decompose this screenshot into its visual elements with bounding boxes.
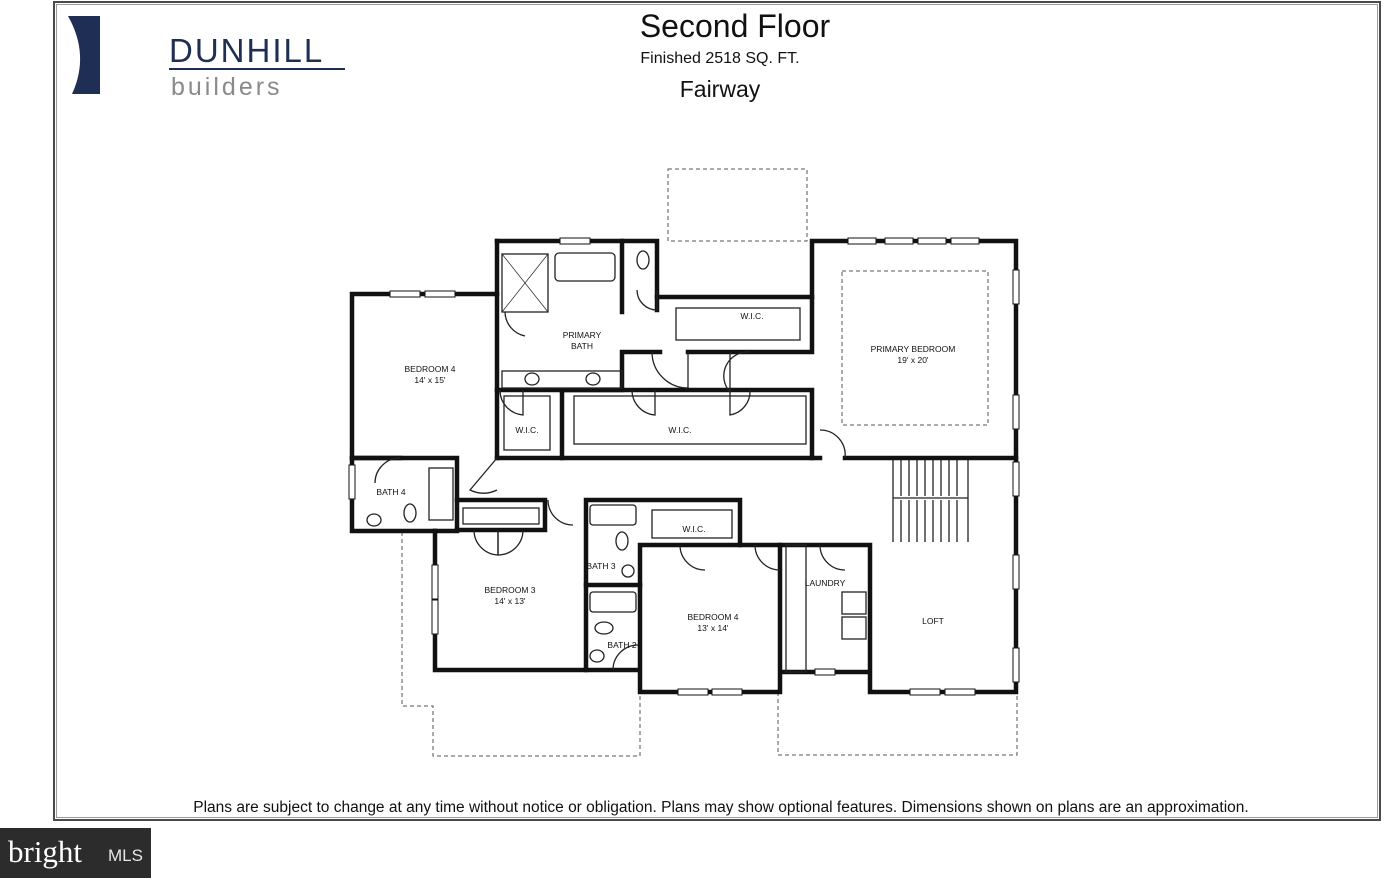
primary-tray-ceiling	[841, 270, 989, 426]
inner-lines	[366, 250, 969, 673]
room-name: LOFT	[922, 616, 944, 626]
toilet-bath2	[594, 621, 614, 635]
wic-upper-rod	[675, 307, 801, 341]
dryer	[841, 591, 867, 615]
bath4-tub	[428, 467, 454, 521]
window	[1012, 269, 1020, 305]
plan-model: Fairway	[679, 76, 761, 102]
mls-suffix: MLS	[108, 846, 143, 865]
room-name: BATH 4	[376, 487, 405, 497]
room-size: 14' x 15'	[414, 375, 446, 385]
room-name: BEDROOM 4	[404, 364, 455, 374]
room-name: W.I.C.	[740, 311, 763, 321]
sink-primary-2	[585, 372, 601, 386]
window	[1012, 461, 1020, 497]
wall-bedroom4-lower	[583, 542, 783, 695]
primary-shower	[501, 253, 549, 313]
window	[1012, 394, 1020, 430]
plan-sheet-inner-border	[56, 4, 1378, 818]
plan-title: Second Floor	[639, 8, 831, 44]
logo-crescent-icon	[68, 16, 100, 94]
porch-right-outline	[777, 692, 1018, 756]
primary-vanity	[501, 370, 623, 389]
wall-primary-bath-north	[494, 238, 660, 313]
plan-disclaimer: Plans are subject to change at any time …	[193, 799, 1249, 816]
plan-area: Finished 2518 SQ. FT.	[640, 50, 800, 67]
window	[424, 290, 456, 298]
washer	[841, 616, 867, 640]
bright-mls-badge: bright MLS	[0, 828, 151, 878]
wall-bedroom4-west	[349, 291, 500, 534]
room-name: BATH 3	[586, 561, 615, 571]
window	[348, 464, 356, 500]
room-size: 14' x 13'	[494, 596, 526, 606]
window	[950, 237, 980, 245]
window	[1012, 554, 1020, 590]
window	[909, 688, 941, 696]
wall-wic-lower-north	[559, 387, 815, 461]
room-name: W.I.C.	[682, 524, 705, 534]
room-size: BATH	[571, 341, 593, 351]
room-name: BATH 2	[607, 640, 636, 650]
window	[814, 668, 836, 676]
laundry-counter	[785, 544, 807, 673]
room-size: 19' x 20'	[897, 355, 929, 365]
door-swings	[374, 289, 846, 671]
logo-sub-brand: builders	[171, 73, 283, 101]
window	[917, 237, 947, 245]
room-name: LAUNDRY	[805, 578, 846, 588]
window	[431, 564, 439, 600]
logo-rule	[169, 68, 345, 70]
wall-primary-bedroom	[809, 238, 1019, 461]
room-name: W.I.C.	[668, 425, 691, 435]
room-name: W.I.C.	[515, 425, 538, 435]
room-size: 13' x 14'	[697, 623, 729, 633]
logo-brand: DUNHILL	[169, 32, 325, 69]
bath3-tub	[589, 504, 637, 526]
wall-bath4	[349, 455, 460, 534]
room-labels: BEDROOM 4 14' x 15' PRIMARY BATH PRIMARY…	[376, 311, 955, 650]
wic-lower-right-rod	[651, 509, 733, 539]
room-name: PRIMARY BEDROOM	[871, 344, 956, 354]
porch-left-outline	[401, 532, 641, 757]
balcony-outline	[667, 168, 808, 242]
wall-loft	[777, 455, 1019, 695]
room-name: BEDROOM 3	[484, 585, 535, 595]
wall-bedroom3-closet	[454, 497, 548, 533]
wall-wic-upper	[654, 294, 815, 355]
primary-tub	[554, 252, 616, 282]
sink-bath3	[621, 564, 635, 578]
window	[884, 237, 914, 245]
window	[389, 290, 421, 298]
window	[711, 688, 743, 696]
window	[559, 237, 591, 245]
window	[847, 237, 877, 245]
toilet-bath4	[403, 503, 417, 523]
dashed-outlines	[401, 168, 1018, 757]
window	[944, 688, 976, 696]
sink-bath2	[589, 649, 605, 663]
window	[1012, 647, 1020, 683]
wic-small-rod	[503, 395, 551, 451]
shower-cross	[501, 253, 549, 313]
dunhill-logo: DUNHILL builders	[60, 10, 345, 101]
stairs	[892, 460, 969, 542]
sink-primary-1	[524, 372, 540, 386]
windows	[348, 237, 1020, 696]
room-name: BEDROOM 4	[687, 612, 738, 622]
toilet-bath3	[615, 531, 629, 551]
window	[677, 688, 709, 696]
bedroom3-closet-rod	[462, 507, 540, 525]
mls-brand: bright	[8, 834, 83, 869]
wic-lower-rod	[573, 395, 807, 445]
room-name: PRIMARY	[563, 330, 602, 340]
window	[431, 599, 439, 635]
bath2-tub	[589, 591, 637, 613]
toilet-primary	[636, 250, 650, 270]
sink-bath4	[366, 513, 382, 527]
plan-sheet-border	[53, 1, 1381, 821]
